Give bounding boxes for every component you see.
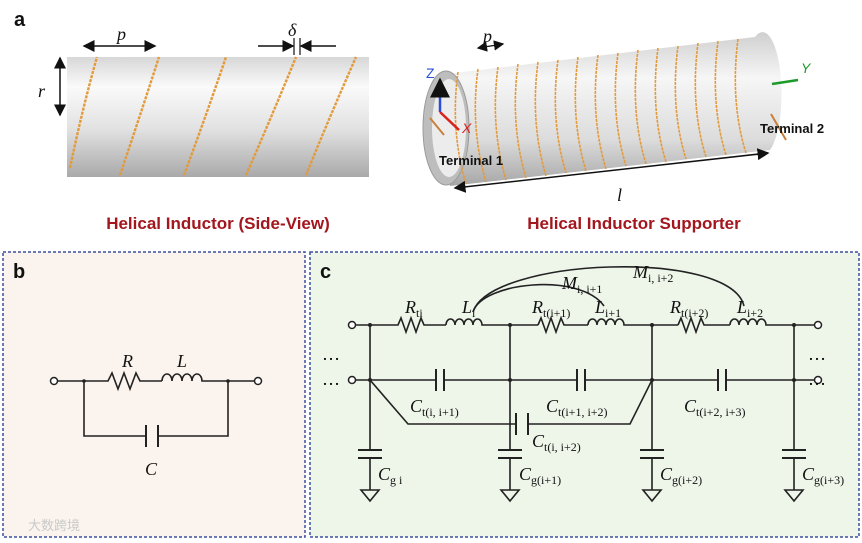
panel-label-b: b [13, 261, 25, 283]
mutual-arc-i-i1 [472, 283, 605, 313]
label-C: C [145, 459, 158, 479]
axis-label-z: Z [426, 65, 435, 81]
terminal-1-label: Terminal 1 [439, 153, 503, 168]
supporter-pitch-dimension [476, 40, 505, 52]
label-Cg-i2: Cg(i+2) [660, 464, 702, 487]
terminal-left [49, 376, 59, 386]
panel-label-c: c [320, 261, 331, 283]
symbol-r: r [38, 81, 46, 101]
ladder-circuit [347, 266, 823, 503]
label-Rt1: Rt(i+1) [531, 297, 570, 320]
label-L: L [176, 351, 187, 371]
symbol-l: l [617, 185, 622, 205]
label-Cg-i3: Cg(i+3) [802, 464, 844, 487]
panel-b-frame [2, 251, 306, 538]
ellipsis-left-bottom: … [322, 369, 340, 389]
label-M-i-i1: Mi, i+1 [561, 273, 602, 296]
ellipsis-left-top: … [322, 344, 340, 364]
coil-turns [68, 56, 358, 176]
label-Ct-i-i1: Ct(i, i+1) [410, 396, 459, 419]
label-Ct-i2-i3: Ct(i+2, i+3) [684, 396, 746, 419]
symbol-p: p [115, 24, 126, 44]
label-Ct-i-i2: Ct(i, i+2) [532, 431, 581, 454]
terminal-2-label: Terminal 2 [760, 121, 824, 136]
label-Ct-i1-i2: Ct(i+1, i+2) [546, 396, 608, 419]
label-Li2: Li+2 [736, 297, 763, 320]
terminal-right [253, 376, 263, 386]
ellipsis-right-bottom: … [808, 369, 826, 389]
side-view-cylinder [67, 56, 369, 177]
axis-label-x: X [461, 120, 472, 136]
panel-label-a: a [14, 9, 26, 31]
mutual-arc-i-i2 [472, 266, 745, 313]
caption-side-view: Helical Inductor (Side-View) [106, 214, 330, 233]
watermark: 大数跨境 [28, 518, 80, 533]
x-axis [439, 111, 460, 131]
y-axis [771, 78, 799, 86]
symbol-p-supporter: p [481, 26, 492, 46]
label-Li1: Li+1 [594, 297, 621, 320]
caption-supporter: Helical Inductor Supporter [527, 214, 741, 233]
ellipsis-right-top: … [808, 344, 826, 364]
label-Li: Li [461, 297, 476, 320]
label-Cg-i1: Cg(i+1) [519, 464, 561, 487]
label-R: R [121, 351, 133, 371]
label-Cg-i: Cg i [378, 464, 403, 487]
rlc-circuit [49, 370, 263, 447]
label-M-i-i2: Mi, i+2 [632, 262, 673, 285]
length-dimension [453, 148, 770, 193]
label-Rt2: Rt(i+2) [669, 297, 708, 320]
panel-c-frame [309, 251, 860, 538]
axis-label-y: Y [801, 60, 812, 76]
symbol-delta: δ [288, 20, 297, 40]
label-Rti: Rti [404, 297, 423, 320]
